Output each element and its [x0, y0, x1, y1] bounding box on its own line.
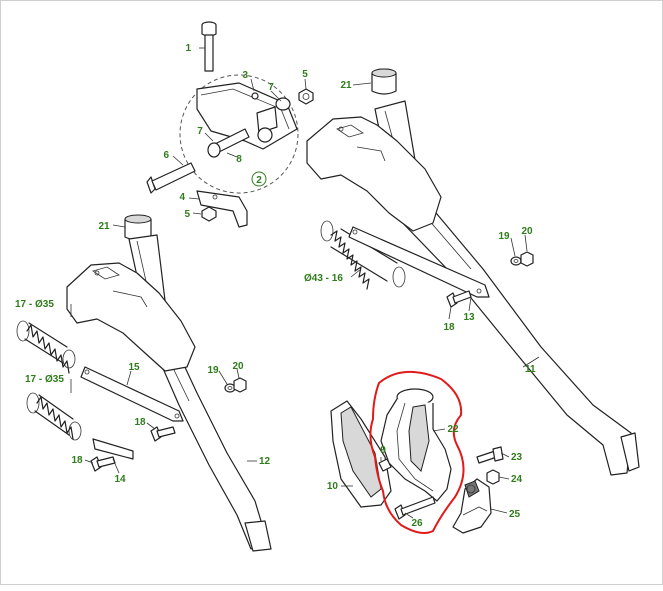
detail-circle-2 — [179, 74, 299, 194]
callout-8: 8 — [236, 154, 242, 165]
part-24-nut — [486, 469, 500, 485]
part-21-cap-upper — [371, 68, 397, 95]
callout-5-upper: 5 — [302, 69, 308, 80]
callout-24: 24 — [511, 474, 523, 485]
callout-labels: 1 2 3 4 5 5 6 7 7 8 9 10 11 12 13 14 15 … — [15, 43, 536, 529]
part-18-bolt-left-upper — [150, 426, 176, 442]
callout-6: 6 — [163, 150, 169, 161]
part-25-bracket — [452, 478, 492, 534]
part-20-nut-right — [520, 251, 534, 267]
part-11-handle-right — [306, 100, 640, 476]
callout-20-right: 20 — [521, 226, 533, 237]
part-14-link — [92, 438, 134, 460]
part-21-cap-lower — [124, 214, 152, 241]
callout-18-left-upper: 18 — [134, 417, 146, 428]
leader-lines — [70, 47, 540, 519]
callout-25: 25 — [509, 509, 521, 520]
callout-3: 3 — [242, 70, 248, 81]
part-20-nut-left — [233, 377, 247, 393]
part-15-link — [80, 366, 184, 422]
part-19-washer-right — [510, 256, 522, 266]
callout-1: 1 — [185, 43, 191, 54]
part-13-link — [348, 226, 490, 298]
callout-26: 26 — [411, 518, 423, 529]
part-17-spring-upper — [16, 320, 76, 374]
callout-19-left: 19 — [207, 365, 219, 376]
part-17-spring-lower — [26, 392, 82, 441]
callout-21-upper: 21 — [340, 80, 352, 91]
callout-20-left: 20 — [232, 361, 244, 372]
part-12-handle-left — [66, 234, 272, 552]
part-18-bolt-left-lower — [90, 456, 116, 472]
part-23-bolt — [476, 446, 504, 464]
highlight-outline — [369, 370, 465, 534]
callout-19-right: 19 — [498, 231, 510, 242]
callout-18-left-lower: 18 — [71, 455, 83, 466]
callout-18-right: 18 — [443, 322, 455, 333]
part-22-chute — [380, 388, 452, 502]
part-10-cover — [330, 400, 392, 508]
callout-23: 23 — [511, 452, 523, 463]
callout-17-upper: 17 - Ø35 — [15, 299, 54, 310]
callout-4: 4 — [179, 192, 185, 203]
callout-7-upper: 7 — [268, 82, 274, 93]
callout-16: Ø43 - 16 — [304, 273, 343, 284]
callout-2: 2 — [256, 175, 262, 186]
callout-15: 15 — [128, 362, 140, 373]
callout-12: 12 — [259, 456, 271, 467]
callout-14: 14 — [114, 474, 126, 485]
part-9-bolt — [378, 458, 392, 472]
part-26-bolt — [394, 496, 436, 520]
callout-22: 22 — [447, 424, 459, 435]
part-6-bolt — [146, 162, 196, 194]
part-1-bolt — [201, 21, 217, 72]
part-5-nut-lower — [201, 206, 217, 222]
part-4-clip — [196, 190, 248, 228]
part-18-bolt-right — [446, 290, 472, 308]
callout-10: 10 — [327, 481, 339, 492]
callout-9: 9 — [380, 445, 386, 456]
callout-7-lower: 7 — [197, 126, 203, 137]
callout-5-lower: 5 — [184, 209, 190, 220]
part-5-nut-upper — [298, 88, 314, 105]
callout-11: 11 — [525, 364, 536, 375]
callout-21-lower: 21 — [98, 221, 110, 232]
callout-2-ring — [251, 171, 267, 187]
callout-13: 13 — [463, 312, 475, 323]
callout-17-lower: 17 - Ø35 — [25, 374, 64, 385]
